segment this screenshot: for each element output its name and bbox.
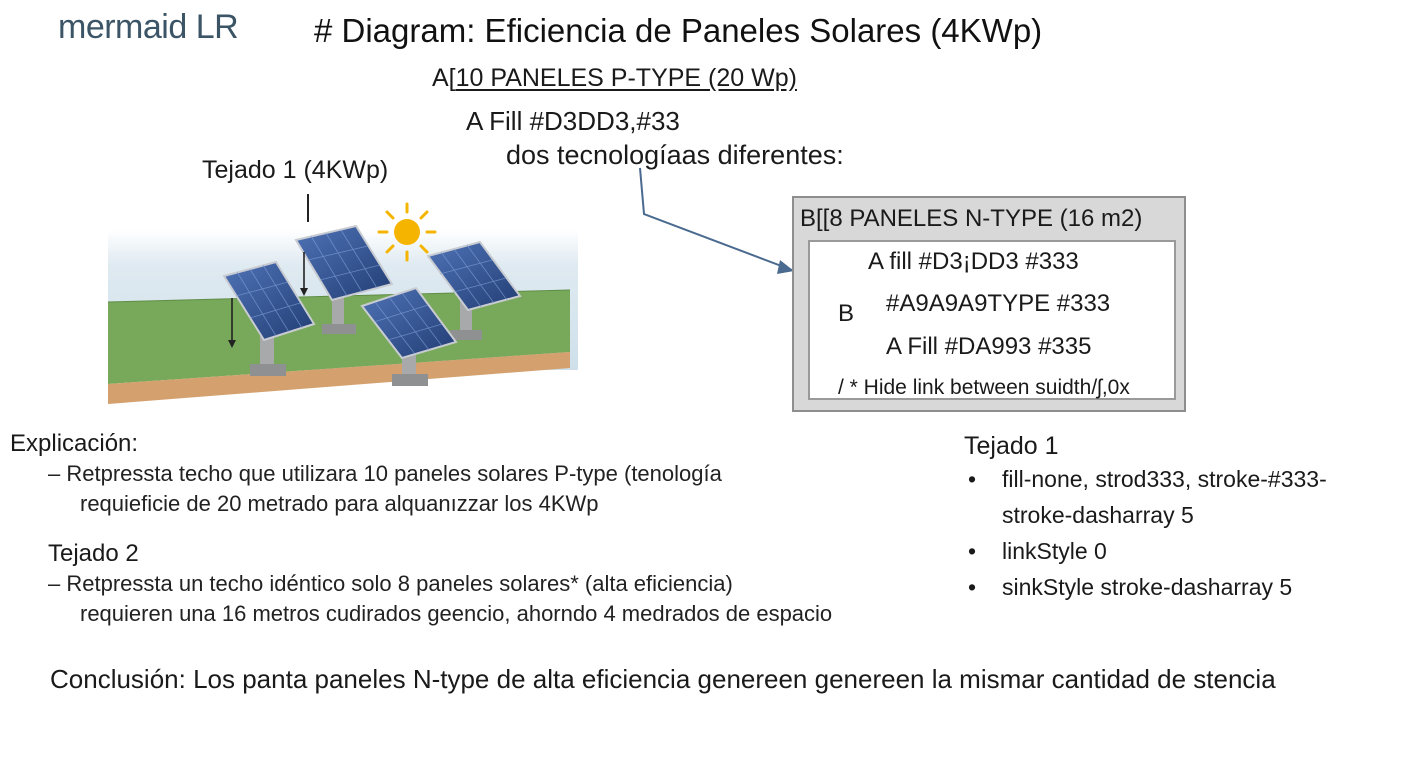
node-b-line: A fill #D3¡DD3 #333 (868, 248, 1079, 275)
node-a-prefix: A[ (432, 64, 456, 92)
bullet-icon: • (968, 466, 977, 492)
node-a-subtitle: dos tecnologíaas diferentes: (506, 140, 844, 170)
roof1-note-item: • linkStyle 0 (968, 538, 1107, 565)
bullet-icon: • (968, 574, 977, 600)
conclusion: Conclusión: Los panta paneles N-type de … (50, 664, 1276, 695)
roof1-note-text: linkStyle 0 (1002, 538, 1107, 564)
height-arrow-icon (228, 252, 308, 348)
roof1-note-text: sinkStyle stroke-dasharray 5 (1002, 574, 1293, 600)
node-b-comment: / * Hide link between suidth/ʃ,0x (838, 376, 1130, 399)
logo-text: mermaid LR (58, 8, 239, 46)
conclusion-text: Los panta paneles N-type de alta eficien… (185, 664, 1276, 694)
roof1-note-text: fill-none, strod333, stroke-#333- (1002, 466, 1327, 492)
soil-edge (108, 352, 570, 404)
roof2-line: requieren una 16 metros cudirados geenci… (80, 601, 833, 626)
explanation-heading: Explicación: (10, 430, 139, 457)
node-b-title: B[[8 PANELES N-TYPE (16 m2) (800, 205, 1143, 232)
roof1-label: Tejado 1 (4KWp) (202, 156, 389, 184)
node-b-inner-box: A fill #D3¡DD3 #333 B #A9A9A9TYPE #333 A… (808, 240, 1176, 400)
explanation-line: requieficie de 20 metrado para alquanızz… (80, 491, 599, 516)
roof2-line: – Retpressta un techo idéntico solo 8 pa… (48, 571, 733, 596)
solar-panel-icon (426, 240, 522, 340)
roof2-heading: Tejado 2 (48, 540, 139, 567)
node-a-label: A[10 PANELES P-TYPE (20 Wp) (432, 64, 797, 93)
grass-surface (108, 290, 570, 384)
node-a-fill-line: A Fill #D3DD3,#33 (466, 106, 680, 136)
node-b-line: A Fill #DA993 #335 (886, 333, 1092, 360)
conclusion-label: Conclusión: (50, 664, 186, 694)
roof1-note-item: • sinkStyle stroke-dasharray 5 (968, 574, 1292, 601)
explanation-line: – Retpressta techo que utilizara 10 pane… (48, 461, 722, 486)
roof1-note-continuation: stroke-dasharray 5 (1002, 502, 1194, 528)
roof1-note-item: • fill-none, strod333, stroke-#333- (968, 466, 1327, 493)
node-a-text: 10 PANELES P-TYPE (20 Wp) (455, 64, 797, 92)
node-b-line: #A9A9A9TYPE #333 (886, 290, 1111, 317)
solar-panel-icon (294, 224, 394, 334)
roof1-notes-heading: Tejado 1 (964, 432, 1059, 460)
node-b-side-label: B (838, 300, 855, 327)
solar-panel-icon (360, 286, 458, 386)
bullet-icon: • (968, 538, 977, 564)
diagram-title: # Diagram: Eficiencia de Paneles Solares… (314, 12, 1043, 49)
solar-panel-icon (222, 260, 316, 376)
node-b-box: B[[8 PANELES N-TYPE (16 m2) A fill #D3¡D… (792, 196, 1186, 412)
solar-roof-illustration (107, 194, 578, 404)
sun-icon (377, 202, 437, 262)
